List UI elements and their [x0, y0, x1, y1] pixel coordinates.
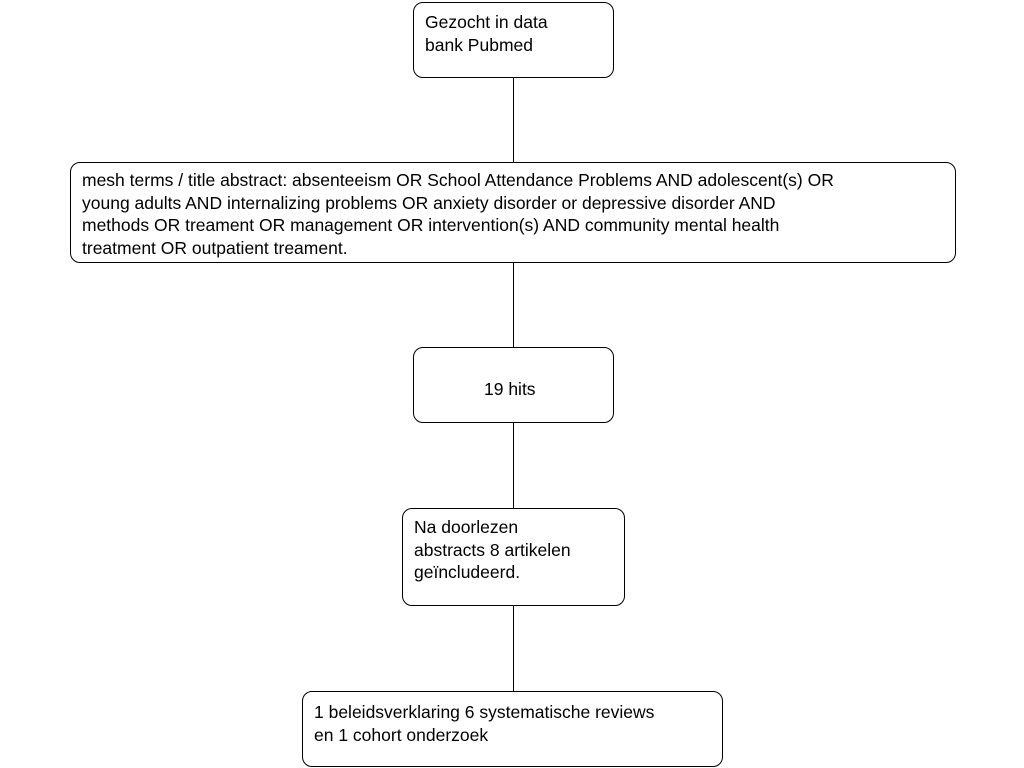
- start-box: Gezocht in data bank Pubmed: [413, 2, 614, 78]
- connector-line: [513, 422, 514, 509]
- search-terms-line: young adults AND internalizing problems …: [82, 192, 776, 213]
- search-terms-line: treatment OR outpatient treament.: [82, 237, 348, 258]
- hits-count: 19 hits: [484, 379, 536, 399]
- connector-line: [513, 605, 514, 692]
- start-box-line: bank Pubmed: [425, 34, 533, 55]
- hits-box: 19 hits: [413, 347, 614, 423]
- search-terms-box: mesh terms / title abstract: absenteeism…: [70, 162, 956, 263]
- included-articles-line: Na doorlezen: [414, 517, 519, 537]
- search-terms-line: methods OR treament OR management OR int…: [82, 215, 780, 235]
- result-line: en 1 cohort onderzoek: [314, 724, 489, 745]
- included-articles-line: abstracts 8 artikelen: [414, 539, 571, 560]
- connector-line: [513, 262, 514, 348]
- result-line: 1 beleidsverklaring 6 systematische revi…: [314, 702, 655, 722]
- search-terms-line: mesh terms / title abstract: absenteeism…: [82, 170, 834, 190]
- connector-line: [513, 77, 514, 163]
- start-box-line: Gezocht in data: [425, 12, 548, 32]
- included-articles-box: Na doorlezen abstracts 8 artikelen geïnc…: [402, 508, 625, 606]
- result-box: 1 beleidsverklaring 6 systematische revi…: [302, 691, 723, 767]
- included-articles-line: geïncludeerd.: [414, 562, 521, 582]
